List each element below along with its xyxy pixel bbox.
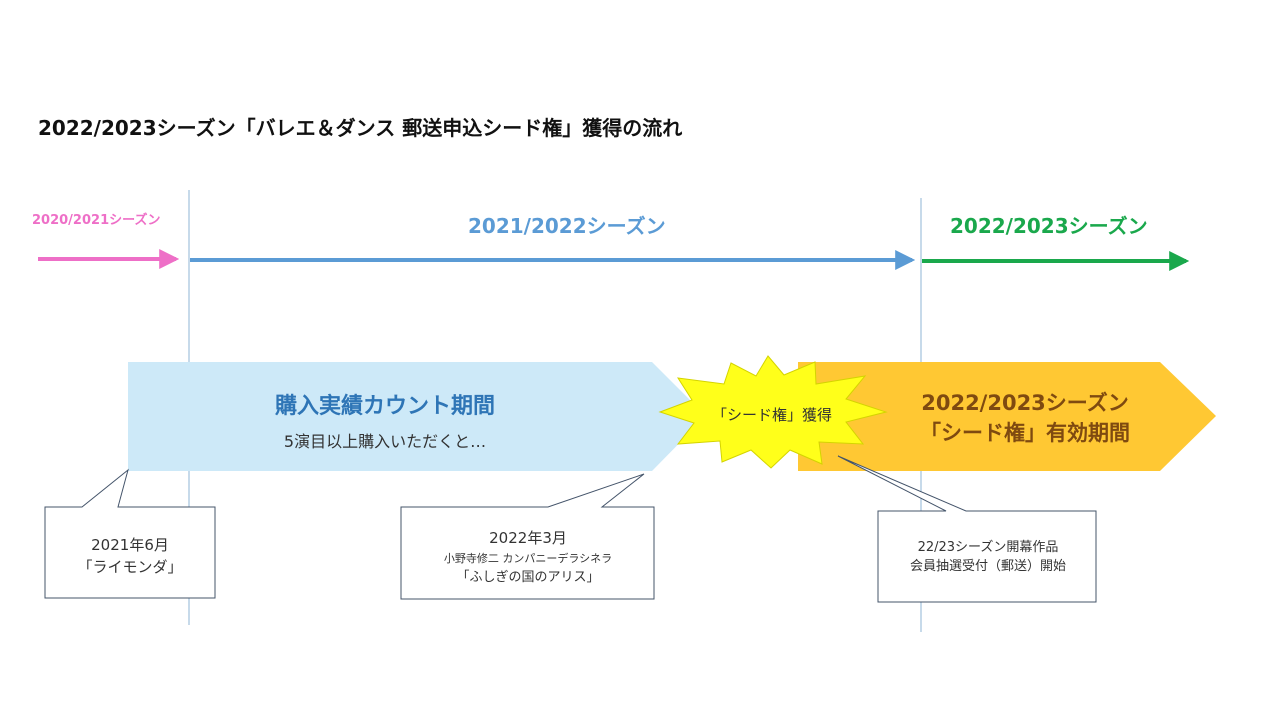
season-label-prev: 2020/2021シーズン [32, 213, 161, 228]
count-period-shape [128, 362, 706, 471]
callout-open-line2: 会員抽選受付（郵送）開始 [909, 559, 1066, 574]
count-period-title: 購入実績カウント期間 [274, 394, 495, 419]
callout-open-line1: 22/23シーズン開幕作品 [917, 540, 1059, 555]
callout-box-start [44, 468, 216, 599]
callout-box-open [837, 455, 1097, 603]
seed-burst-label: 「シード権」獲得 [711, 406, 832, 424]
season-label-current: 2021/2022シーズン [468, 214, 666, 238]
page-title: 2022/2023シーズン「バレエ＆ダンス 郵送申込シード権」獲得の流れ [38, 116, 683, 140]
seed-burst-shape [658, 355, 888, 469]
valid-period-shape [798, 362, 1216, 471]
callout-end-date: 2022年3月 [489, 529, 567, 547]
callout-start-date: 2021年6月 [91, 536, 169, 554]
callout-end-work: 「ふしぎの国のアリス」 [456, 570, 600, 585]
count-period-subtitle: 5演目以上購入いただくと… [283, 432, 487, 451]
callout-start-work: 「ライモンダ」 [77, 558, 183, 576]
callout-end-company: 小野寺修二 カンパニーデラシネラ [443, 552, 613, 565]
valid-period-line1: 2022/2023シーズン [921, 391, 1129, 415]
valid-period-line2: 「シード権」有効期間 [920, 421, 1130, 445]
callout-box-end [400, 473, 655, 600]
season-label-next: 2022/2023シーズン [950, 214, 1148, 238]
